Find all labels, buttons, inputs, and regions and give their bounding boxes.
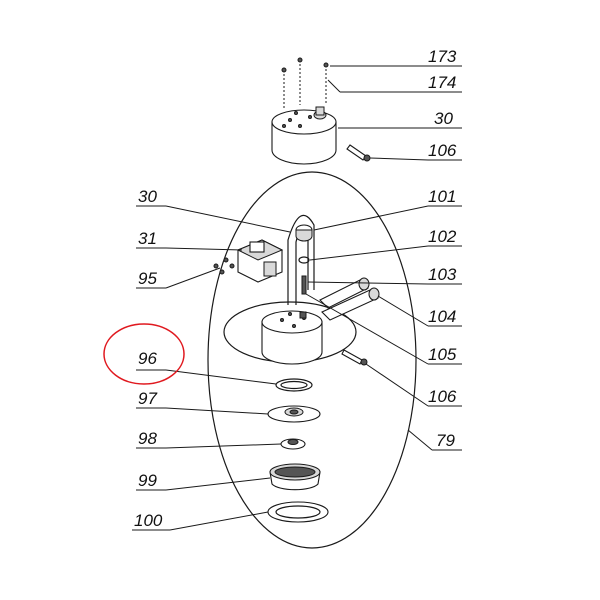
cap-101 (295, 224, 313, 242)
label-31: 31 (138, 229, 157, 248)
disc-97 (267, 405, 321, 423)
shower-screen-99 (269, 463, 321, 491)
label-97: 97 (138, 389, 157, 408)
label-174: 174 (428, 73, 456, 92)
label-105: 105 (428, 345, 457, 364)
label-102: 102 (428, 227, 457, 246)
solenoid-valve-31 (213, 239, 284, 283)
label-96: 96 (138, 349, 157, 368)
label-106-lower: 106 (428, 387, 457, 406)
gasket-100 (267, 501, 329, 523)
boiler-cylinder (261, 310, 323, 365)
top-cylinder-30 (271, 106, 337, 165)
leader-lines (132, 65, 462, 531)
gasket-96 (275, 378, 313, 392)
oring-102 (298, 256, 310, 264)
label-30-top: 30 (434, 109, 453, 128)
assembly-outline-79 (207, 171, 417, 549)
label-30-inner: 30 (138, 187, 157, 206)
label-103: 103 (428, 265, 457, 284)
label-98: 98 (138, 429, 157, 448)
label-99: 99 (138, 471, 157, 490)
label-79: 79 (436, 431, 455, 450)
spring-103 (301, 275, 307, 295)
heating-rods-104 (319, 277, 380, 321)
screw-106-top (346, 144, 371, 162)
label-106-top: 106 (428, 141, 457, 160)
screw-106-lower (341, 349, 368, 366)
valve-98 (280, 438, 306, 450)
label-101: 101 (428, 187, 456, 206)
label-104: 104 (428, 307, 456, 326)
label-100: 100 (134, 511, 163, 530)
screws-173 (281, 57, 329, 110)
label-173: 173 (428, 47, 457, 66)
label-95: 95 (138, 269, 157, 288)
highlight-circle (103, 323, 185, 385)
